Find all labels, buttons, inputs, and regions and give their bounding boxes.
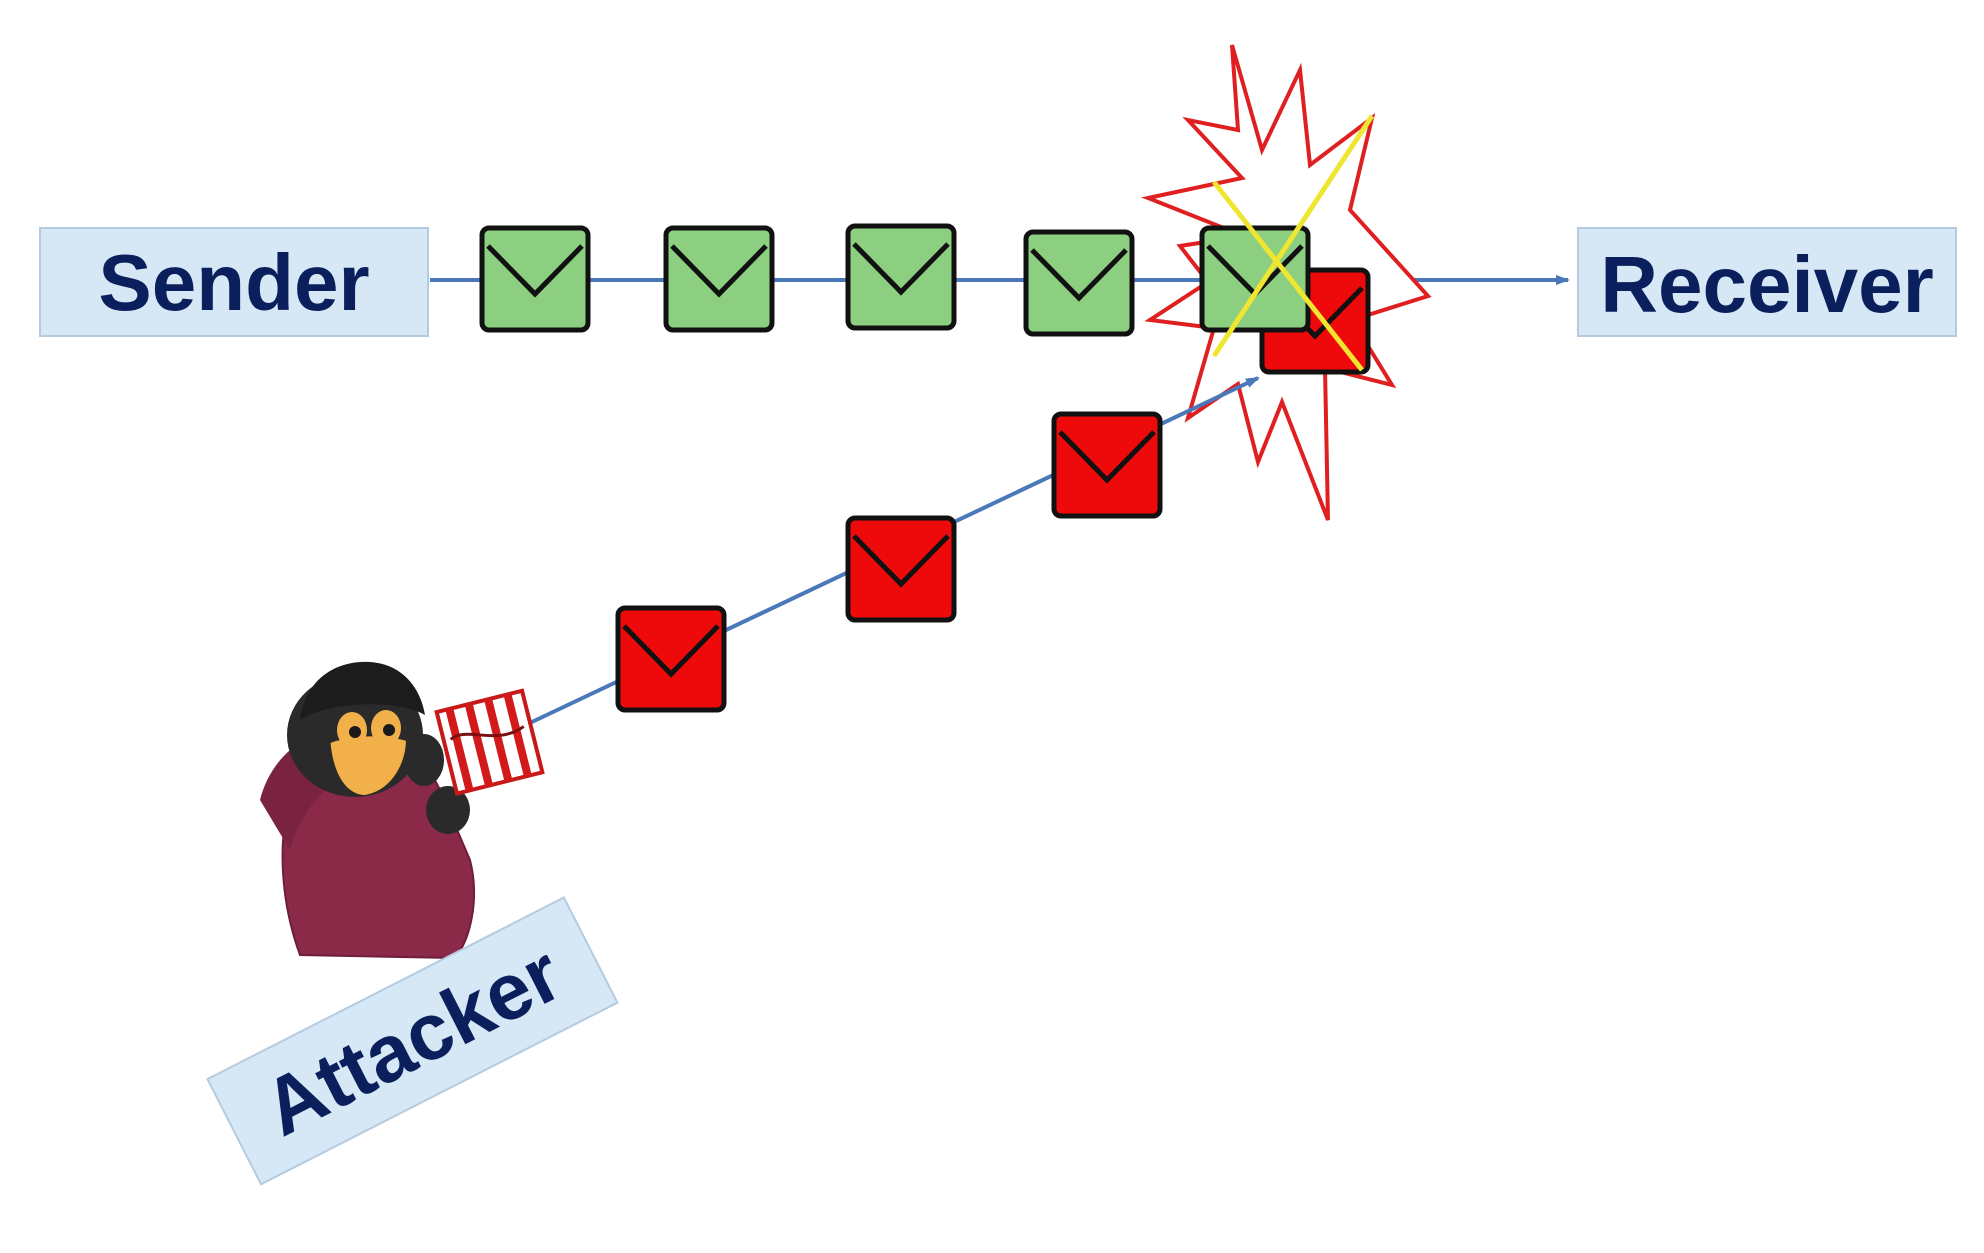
jam-message-1: [615, 605, 727, 713]
envelope-icon: [1051, 411, 1163, 519]
jam-message-3: [1051, 411, 1163, 519]
sender-label-box: Sender: [39, 227, 429, 337]
jam-message-2: [845, 515, 957, 623]
legit-message-4: [1023, 229, 1135, 337]
legit-message-2: [663, 225, 775, 333]
envelope-icon: [479, 225, 591, 333]
hooded-hacker-icon: [260, 661, 545, 960]
sender-label: Sender: [98, 238, 369, 327]
jamming-device-icon: [434, 688, 545, 797]
receiver-label: Receiver: [1600, 240, 1934, 329]
envelope-icon: [615, 605, 727, 713]
envelope-icon: [663, 225, 775, 333]
receiver-label-box: Receiver: [1577, 227, 1957, 337]
cross-mark-icon: [1211, 114, 1375, 372]
envelope-icon: [845, 515, 957, 623]
envelope-icon: [1023, 229, 1135, 337]
envelope-icon: [845, 223, 957, 331]
legit-message-3: [845, 223, 957, 331]
legit-message-1: [479, 225, 591, 333]
